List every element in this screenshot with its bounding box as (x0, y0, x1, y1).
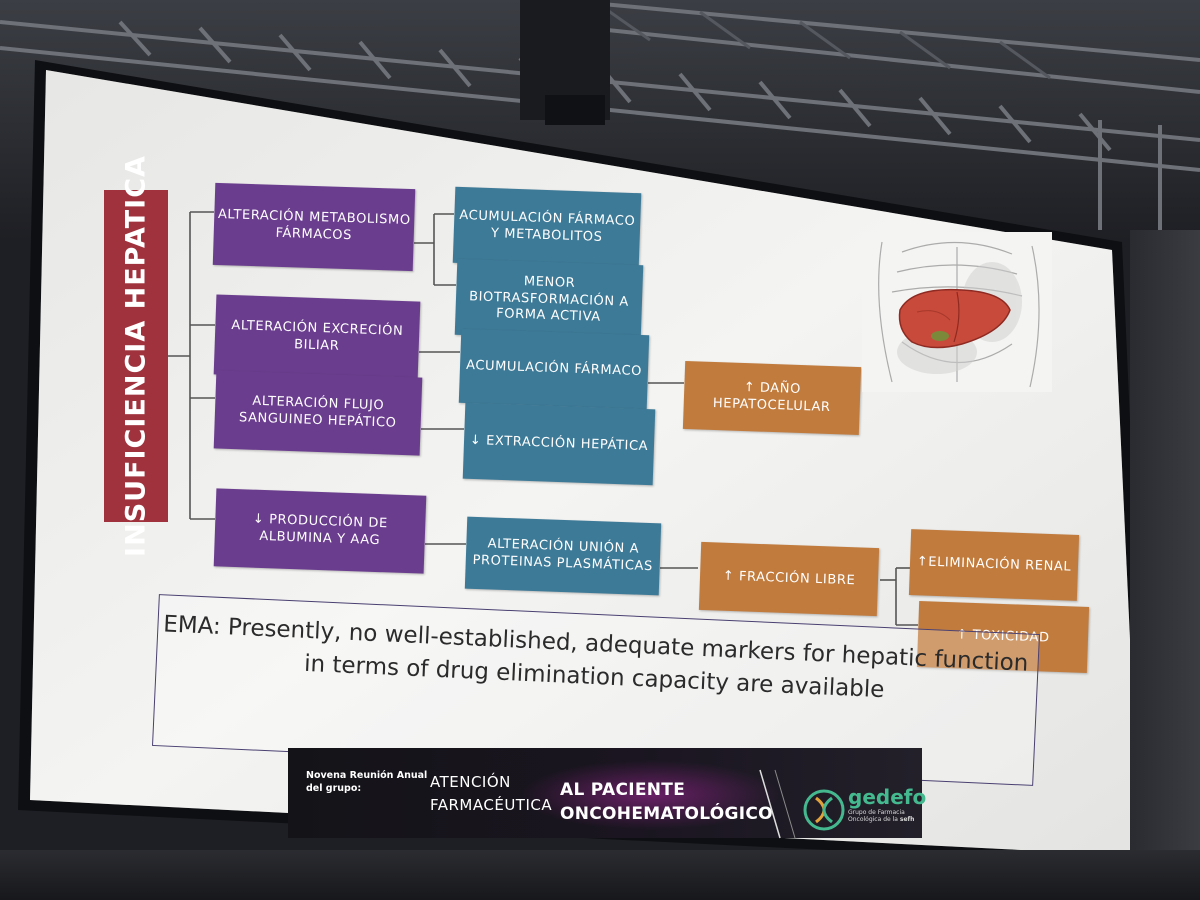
gedefo-subtitle-org: sefh (899, 815, 915, 823)
gedefo-subtitle-line-1: Grupo de Farmacia (848, 809, 905, 816)
banner-meeting-line-2: del grupo: (306, 783, 362, 794)
liver-illustration (862, 232, 1052, 392)
banner-al-paciente: AL PACIENTE (560, 780, 686, 800)
stage-floor (0, 850, 1200, 900)
title-bar (104, 190, 168, 522)
lighting-truss (0, 0, 1200, 235)
gedefo-logo-name: gedefo (848, 785, 927, 809)
banner-decoration (520, 760, 780, 830)
banner-oncohematologico: ONCOHEMATOLÓGICO (560, 804, 773, 824)
gedefo-logo-icon (803, 789, 845, 831)
gedefo-subtitle-text: Oncológica de la (848, 815, 898, 823)
gedefo-subtitle-line-2: Oncológica de la sefh (848, 815, 918, 824)
banner-atencion: ATENCIÓN (430, 773, 511, 791)
wall-panel (1130, 230, 1200, 870)
gedefo-logo-subtitle: Grupo de Farmacia Oncológica de la sefh (848, 809, 918, 824)
banner-meeting-line-1: Novena Reunión Anual (306, 770, 428, 781)
banner-farmaceutica: FARMACÉUTICA (430, 796, 553, 814)
